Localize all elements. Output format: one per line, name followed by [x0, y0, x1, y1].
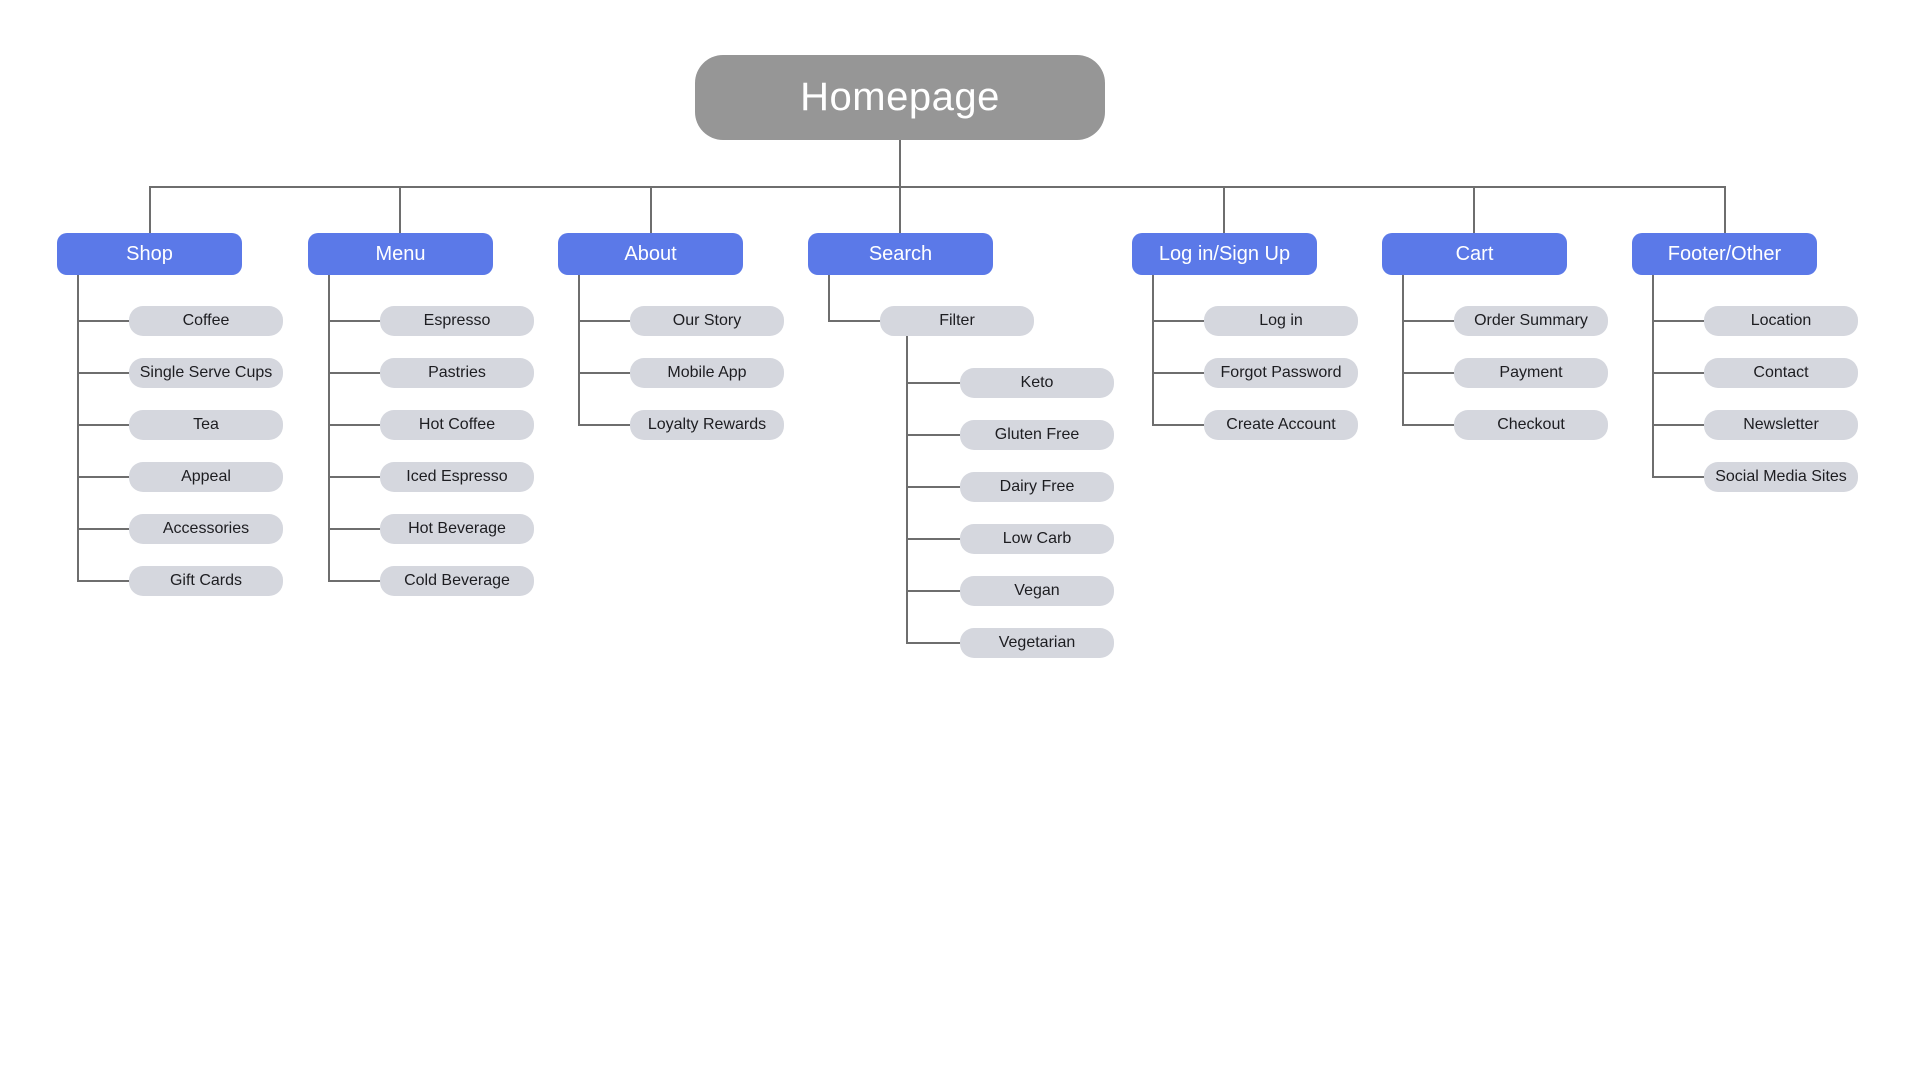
child-node-checkout[interactable]: Checkout: [1454, 410, 1608, 440]
section-node-login-signup[interactable]: Log in/Sign Up: [1132, 233, 1317, 275]
child-node-iced-espresso[interactable]: Iced Espresso: [380, 462, 534, 492]
connector: [650, 186, 652, 233]
connector: [906, 486, 960, 488]
child-node-coffee[interactable]: Coffee: [129, 306, 283, 336]
connector: [77, 275, 79, 582]
connector: [906, 590, 960, 592]
connector: [1724, 186, 1726, 233]
connector: [1652, 424, 1704, 426]
child-node-location[interactable]: Location: [1704, 306, 1858, 336]
child-node-low-carb[interactable]: Low Carb: [960, 524, 1114, 554]
child-node-cold-beverage[interactable]: Cold Beverage: [380, 566, 534, 596]
connector: [1652, 320, 1704, 322]
child-node-forgot-password[interactable]: Forgot Password: [1204, 358, 1358, 388]
connector: [77, 580, 129, 582]
connector: [77, 528, 129, 530]
connector: [899, 186, 901, 233]
connector: [906, 336, 908, 644]
connector: [328, 320, 380, 322]
connector: [399, 186, 401, 233]
connector: [1402, 320, 1454, 322]
connector: [828, 320, 880, 322]
section-node-cart[interactable]: Cart: [1382, 233, 1567, 275]
child-node-single-serve-cups[interactable]: Single Serve Cups: [129, 358, 283, 388]
connector: [77, 320, 129, 322]
connector: [77, 372, 129, 374]
child-node-hot-coffee[interactable]: Hot Coffee: [380, 410, 534, 440]
child-node-hot-beverage[interactable]: Hot Beverage: [380, 514, 534, 544]
connector: [328, 476, 380, 478]
connector: [149, 186, 151, 233]
connector: [1402, 424, 1454, 426]
connector: [1652, 275, 1654, 478]
connector: [1152, 372, 1204, 374]
connector: [1402, 372, 1454, 374]
connector: [77, 424, 129, 426]
connector: [328, 372, 380, 374]
connector: [1652, 372, 1704, 374]
section-node-menu[interactable]: Menu: [308, 233, 493, 275]
section-node-about[interactable]: About: [558, 233, 743, 275]
connector: [578, 275, 580, 426]
connector: [899, 140, 901, 186]
connector: [906, 642, 960, 644]
section-node-footer-other[interactable]: Footer/Other: [1632, 233, 1817, 275]
child-node-mobile-app[interactable]: Mobile App: [630, 358, 784, 388]
child-node-appeal[interactable]: Appeal: [129, 462, 283, 492]
child-node-order-summary[interactable]: Order Summary: [1454, 306, 1608, 336]
connector: [328, 275, 330, 582]
connector: [1402, 275, 1404, 426]
section-node-search[interactable]: Search: [808, 233, 993, 275]
connector: [77, 476, 129, 478]
child-node-espresso[interactable]: Espresso: [380, 306, 534, 336]
connector: [328, 580, 380, 582]
connector: [828, 275, 830, 322]
child-node-our-story[interactable]: Our Story: [630, 306, 784, 336]
child-node-log-in[interactable]: Log in: [1204, 306, 1358, 336]
connector: [578, 424, 630, 426]
child-node-create-account[interactable]: Create Account: [1204, 410, 1358, 440]
connector: [906, 382, 960, 384]
child-node-pastries[interactable]: Pastries: [380, 358, 534, 388]
connector: [578, 320, 630, 322]
child-node-contact[interactable]: Contact: [1704, 358, 1858, 388]
child-node-vegetarian[interactable]: Vegetarian: [960, 628, 1114, 658]
child-node-payment[interactable]: Payment: [1454, 358, 1608, 388]
connector: [149, 186, 1726, 188]
connector: [906, 434, 960, 436]
connector: [1152, 275, 1154, 426]
connector: [578, 372, 630, 374]
connector: [1152, 424, 1204, 426]
child-node-loyalty-rewards[interactable]: Loyalty Rewards: [630, 410, 784, 440]
child-node-social-media-sites[interactable]: Social Media Sites: [1704, 462, 1858, 492]
child-node-accessories[interactable]: Accessories: [129, 514, 283, 544]
connector: [328, 424, 380, 426]
section-node-shop[interactable]: Shop: [57, 233, 242, 275]
child-node-keto[interactable]: Keto: [960, 368, 1114, 398]
child-node-gluten-free[interactable]: Gluten Free: [960, 420, 1114, 450]
child-node-tea[interactable]: Tea: [129, 410, 283, 440]
child-node-newsletter[interactable]: Newsletter: [1704, 410, 1858, 440]
child-node-vegan[interactable]: Vegan: [960, 576, 1114, 606]
connector: [1652, 476, 1704, 478]
child-node-filter[interactable]: Filter: [880, 306, 1034, 336]
connector: [1223, 186, 1225, 233]
connector: [328, 528, 380, 530]
root-node-homepage[interactable]: Homepage: [695, 55, 1105, 140]
connector: [906, 538, 960, 540]
child-node-gift-cards[interactable]: Gift Cards: [129, 566, 283, 596]
connector: [1473, 186, 1475, 233]
child-node-dairy-free[interactable]: Dairy Free: [960, 472, 1114, 502]
connector: [1152, 320, 1204, 322]
